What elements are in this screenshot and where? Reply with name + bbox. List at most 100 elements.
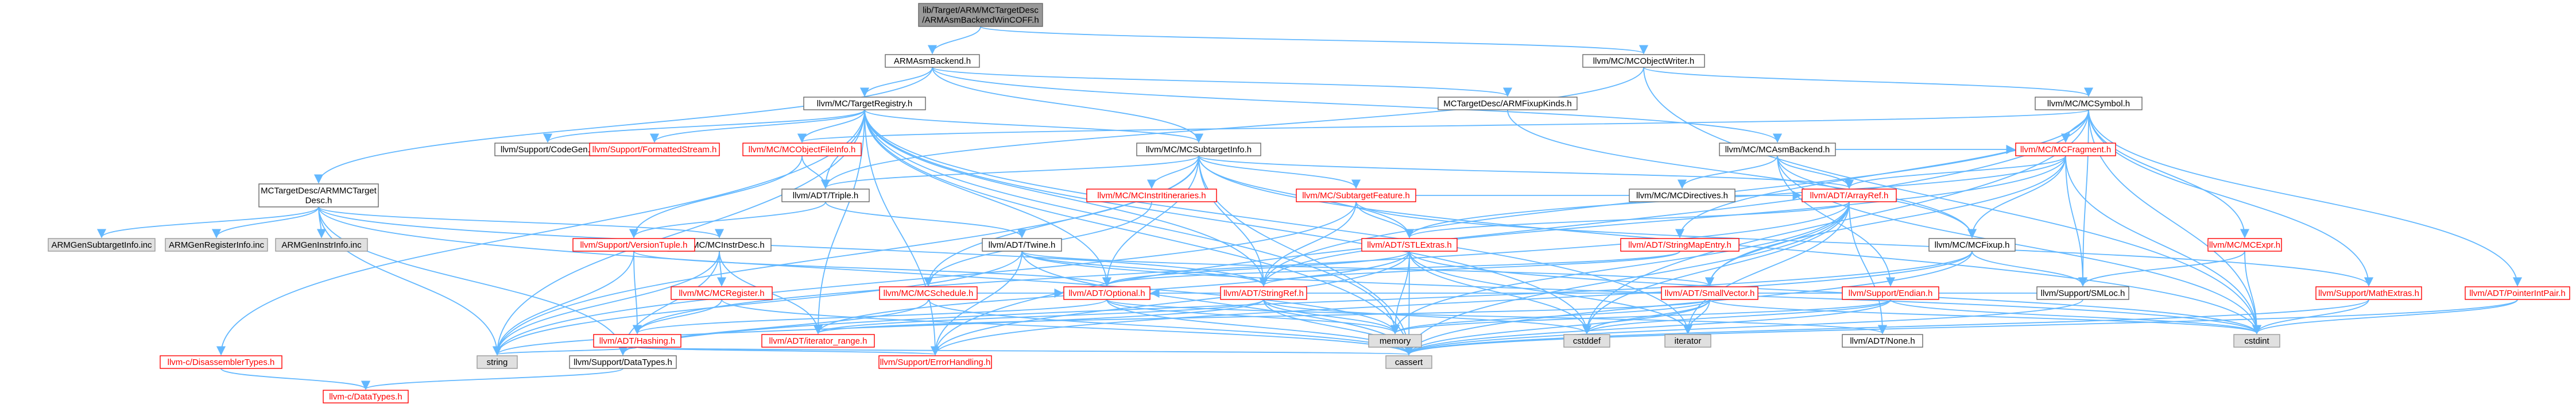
edge-mcsubtargetfeature-to-stringref (1258, 201, 1357, 287)
edge-hashing-to-cassert (637, 345, 1412, 356)
edge-mcfragment-to-cstdint (2065, 155, 2262, 335)
node-armfixupkinds[interactable]: MCTargetDesc/ARMFixupKinds.h (1438, 97, 1578, 110)
node-formattedstream[interactable]: llvm/Support/FormattedStream.h (589, 143, 720, 156)
node-box-stringref (1220, 286, 1307, 300)
node-adtnone[interactable]: llvm/ADT/None.h (1842, 334, 1923, 348)
edge-triple-to-versiontuple (629, 201, 826, 239)
node-errorhandling[interactable]: llvm/Support/ErrorHandling.h (878, 355, 992, 369)
node-iteratorrange[interactable]: llvm/ADT/iterator_range.h (761, 334, 875, 348)
node-box-errorhandling (878, 355, 992, 369)
node-label-iteratorrange: llvm/ADT/iterator_range.h (769, 336, 867, 346)
node-box-memory (1368, 334, 1422, 348)
node-mcsubtargetfeature[interactable]: llvm/MC/SubtargetFeature.h (1296, 189, 1416, 202)
node-mcsymbol[interactable]: llvm/MC/MCSymbol.h (2035, 97, 2143, 110)
node-armgensubtargetinfo: ARMGenSubtargetInfo.inc (48, 238, 156, 252)
edge-mcregister-to-hashing (632, 299, 722, 335)
edge-armmctargetdesc-to-armgensubtargetinfo (97, 206, 319, 239)
node-stringmapentry[interactable]: llvm/ADT/StringMapEntry.h (1620, 238, 1740, 252)
node-string: string (477, 355, 518, 369)
node-mcdirectives[interactable]: llvm/MC/MCDirectives.h (1629, 189, 1736, 202)
node-box-formattedstream (589, 143, 720, 156)
node-codegen[interactable]: llvm/Support/CodeGen.h (494, 143, 601, 156)
node-smallvector[interactable]: llvm/ADT/SmallVector.h (1661, 286, 1758, 300)
node-box-mcobjectwriter (1582, 54, 1705, 68)
node-memory: memory (1368, 334, 1422, 348)
node-mcasmbackend[interactable]: llvm/MC/MCAsmBackend.h (1719, 143, 1836, 156)
node-triple[interactable]: llvm/ADT/Triple.h (781, 189, 870, 202)
edge-arrayref-to-smallvector (1705, 201, 1850, 287)
edge-datatypes-to-cdatatypes (361, 368, 623, 390)
node-label-datatypes: llvm/Support/DataTypes.h (574, 358, 672, 367)
edge-mcfragment-to-stringref (1259, 155, 2066, 287)
edge-mcsymbol-to-smloc (2078, 109, 2089, 287)
node-mcfragment[interactable]: llvm/MC/MCFragment.h (2015, 143, 2116, 156)
node-stlextras[interactable]: llvm/ADT/STLExtras.h (1361, 238, 1458, 252)
node-datatypes[interactable]: llvm/Support/DataTypes.h (569, 355, 677, 369)
node-twine[interactable]: llvm/ADT/Twine.h (982, 238, 1062, 252)
edge-mcsymbol-to-mcexpr (2088, 109, 2250, 239)
node-box-mcdirectives (1629, 189, 1736, 202)
node-label-cstddef: cstddef (1573, 336, 1601, 346)
node-label-mcschedule: llvm/MC/MCSchedule.h (884, 289, 974, 298)
edge-targetregistry-to-cstddef (864, 109, 1592, 335)
node-box-targetregistry (803, 97, 926, 110)
node-mcschedule[interactable]: llvm/MC/MCSchedule.h (879, 286, 978, 300)
edge-targetregistry-to-iteratorrange (813, 109, 865, 335)
node-targetregistry[interactable]: llvm/MC/TargetRegistry.h (803, 97, 926, 110)
edge-endian-to-cassert (1404, 299, 1891, 356)
node-box-root (918, 3, 1043, 27)
node-label-armmctargetdesc: MCTargetDesc/ARMMCTarget (261, 186, 377, 196)
node-mcexpr[interactable]: llvm/MC/MCExpr.h (2207, 238, 2282, 252)
node-versiontuple[interactable]: llvm/Support/VersionTuple.h (572, 238, 695, 252)
node-label-mcinstritineraries: llvm/MC/MCInstrItineraries.h (1097, 191, 1206, 201)
edges-layer (97, 26, 2523, 390)
node-mcobjectfileinfo[interactable]: llvm/MC/MCObjectFileInfo.h (742, 143, 862, 156)
edge-pointerintpair-to-cstdint (2252, 299, 2518, 335)
edge-stlextras-to-iterator (1409, 251, 1693, 335)
edge-stringmapentry-to-optional (1102, 251, 1680, 287)
node-root[interactable]: lib/Target/ARM/MCTargetDesc/ARMAsmBacken… (918, 3, 1043, 27)
node-label-root: lib/Target/ARM/MCTargetDesc (923, 6, 1039, 16)
node-label-cstdint: cstdint (2244, 336, 2269, 346)
node-mcobjectwriter[interactable]: llvm/MC/MCObjectWriter.h (1582, 54, 1705, 68)
node-mcfixup[interactable]: llvm/MC/MCFixup.h (1928, 238, 2016, 252)
node-optional[interactable]: llvm/ADT/Optional.h (1063, 286, 1151, 300)
node-cdatatypes[interactable]: llvm-c/DataTypes.h (323, 390, 409, 403)
edge-mcsubtargetinfo-to-stringref (1198, 155, 1269, 287)
node-disassemblertypes[interactable]: llvm-c/DisassemblerTypes.h (160, 355, 282, 369)
edge-armasmbackend-to-mcsubtargetinfo (932, 67, 1203, 143)
node-label-cassert: cassert (1395, 358, 1423, 367)
edge-smallvector-to-cassert (1404, 299, 1710, 356)
edge-endian-to-cstddef (1582, 299, 1891, 335)
node-arrayref[interactable]: llvm/ADT/ArrayRef.h (1802, 189, 1897, 202)
node-label-memory: memory (1380, 336, 1411, 346)
edge-hashing-to-string (493, 346, 638, 356)
edge-smloc-to-cassert (1404, 299, 2083, 356)
node-mcregister[interactable]: llvm/MC/MCRegister.h (671, 286, 773, 300)
node-box-cassert (1385, 355, 1432, 369)
node-box-cstdint (2233, 334, 2280, 348)
edge-mcsymbol-to-pointerintpair (2088, 109, 2523, 287)
node-armasmbackend[interactable]: ARMAsmBackend.h (885, 54, 980, 68)
node-hashing[interactable]: llvm/ADT/Hashing.h (593, 334, 681, 348)
node-label-mcfixup: llvm/MC/MCFixup.h (1935, 240, 2010, 250)
node-endian[interactable]: llvm/Support/Endian.h (1842, 286, 1939, 300)
edge-stlextras-to-errorhandling (931, 251, 1410, 356)
node-cstddef: cstddef (1563, 334, 1610, 348)
edge-armasmbackend-to-armfixupkinds (932, 67, 1512, 97)
node-box-mcobjectfileinfo (742, 143, 862, 156)
node-smloc[interactable]: llvm/Support/SMLoc.h (2036, 286, 2129, 300)
edge-arrayref-to-adtnone (1849, 201, 1888, 335)
node-pointerintpair[interactable]: llvm/ADT/PointerIntPair.h (2465, 286, 2570, 300)
node-stringref[interactable]: llvm/ADT/StringRef.h (1220, 286, 1307, 300)
node-mcsubtargetinfo[interactable]: llvm/MC/MCSubtargetInfo.h (1136, 143, 1261, 156)
edge-mcsubtargetinfo-to-triple (821, 155, 1199, 189)
edge-mcfixup-to-errorhandling (931, 251, 1973, 356)
edge-twine-to-string (493, 251, 1022, 356)
edge-mcfragment-to-smloc (2065, 155, 2088, 287)
node-mathextras[interactable]: llvm/Support/MathExtras.h (2315, 286, 2422, 300)
node-label-mcsubtargetinfo: llvm/MC/MCSubtargetInfo.h (1146, 145, 1252, 155)
node-mcinstritineraries[interactable]: llvm/MC/MCInstrItineraries.h (1086, 189, 1217, 202)
